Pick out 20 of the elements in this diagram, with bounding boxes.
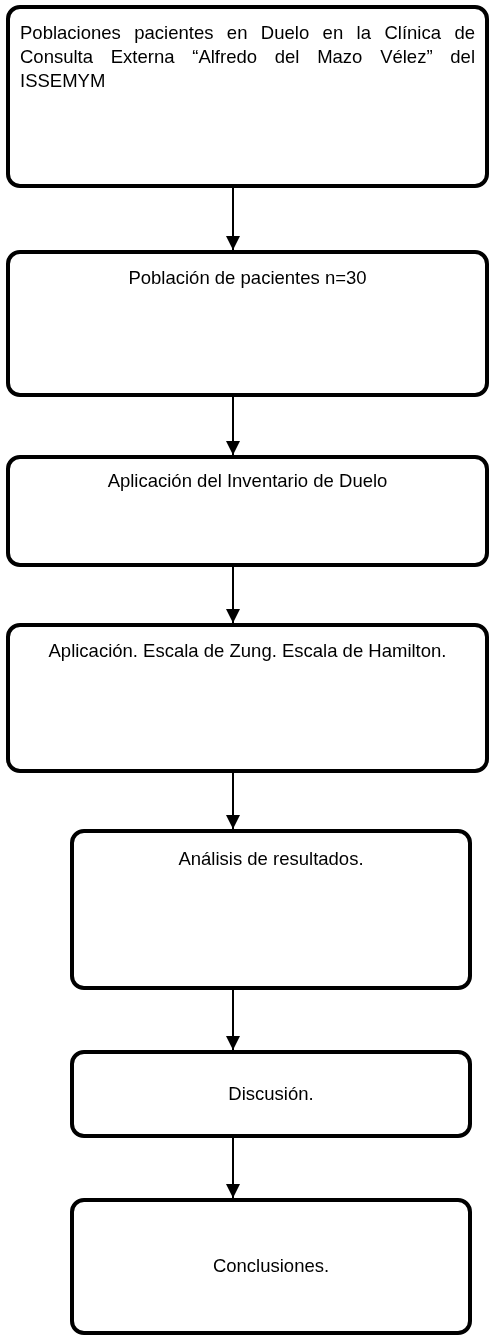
process-box bbox=[6, 5, 489, 188]
arrow bbox=[226, 396, 240, 456]
process-box bbox=[70, 1198, 472, 1335]
box-text: Discusión. bbox=[227, 1081, 315, 1106]
process-box bbox=[6, 250, 489, 397]
arrow bbox=[226, 187, 240, 251]
arrow bbox=[226, 566, 240, 624]
arrow bbox=[226, 772, 240, 830]
arrow bbox=[226, 989, 240, 1051]
process-box bbox=[70, 829, 472, 990]
box-text: Conclusiones. bbox=[211, 1254, 331, 1279]
process-box bbox=[6, 623, 489, 773]
process-box bbox=[70, 1050, 472, 1138]
process-box bbox=[6, 455, 489, 567]
box-text: Poblaciones pacientes en Duelo en la Clínica de Consulta Externa “Alfredo del Mazo Vélez” del ISSEMYM bbox=[20, 21, 475, 94]
box-text: Población de pacientes n=30 bbox=[127, 266, 368, 290]
box-text: Aplicación. Escala de Zung. Escala de Hamilton. bbox=[47, 639, 448, 663]
box-text: Análisis de resultados. bbox=[177, 847, 365, 871]
arrow bbox=[226, 1137, 240, 1199]
box-text: Aplicación del Inventario de Duelo bbox=[106, 469, 389, 493]
